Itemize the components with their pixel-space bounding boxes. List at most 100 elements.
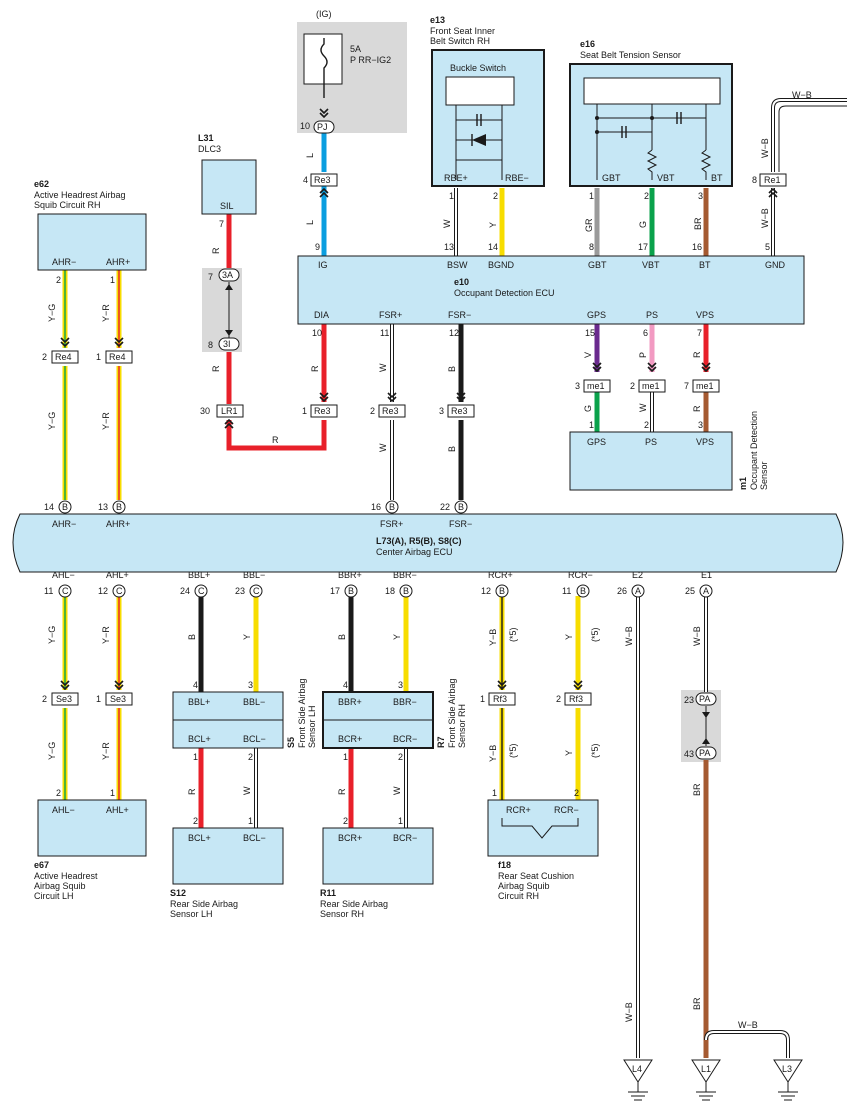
svg-text:RCR+: RCR+ bbox=[506, 805, 531, 815]
svg-text:W: W bbox=[638, 403, 648, 412]
svg-text:B: B bbox=[458, 502, 464, 512]
svg-text:7: 7 bbox=[219, 219, 224, 229]
svg-text:BCR+: BCR+ bbox=[338, 833, 362, 843]
svg-text:2: 2 bbox=[193, 816, 198, 826]
svg-text:BR: BR bbox=[692, 997, 702, 1010]
svg-text:GBT: GBT bbox=[588, 260, 607, 270]
svg-text:2: 2 bbox=[56, 275, 61, 285]
svg-text:FSR−: FSR− bbox=[449, 519, 472, 529]
svg-text:Airbag Squib: Airbag Squib bbox=[498, 881, 550, 891]
svg-text:15: 15 bbox=[585, 328, 595, 338]
svg-text:7: 7 bbox=[684, 381, 689, 391]
svg-text:23: 23 bbox=[684, 695, 694, 705]
svg-text:S5: S5 bbox=[286, 737, 296, 748]
svg-text:1: 1 bbox=[589, 420, 594, 430]
svg-text:Occupant Detection ECU: Occupant Detection ECU bbox=[454, 288, 555, 298]
svg-text:43: 43 bbox=[684, 749, 694, 759]
svg-text:e62: e62 bbox=[34, 179, 49, 189]
re1-connector: 8 Re1 W−B W−B W−B bbox=[752, 90, 812, 228]
svg-text:RCR−: RCR− bbox=[568, 570, 593, 580]
f18-module: 1 2 RCR+ RCR− f18 Rear Seat Cushion Airb… bbox=[487, 788, 599, 901]
ig-fuse-block: (IG) 5A P RR−IG2 10 PJ bbox=[300, 9, 391, 134]
svg-text:4: 4 bbox=[303, 175, 308, 185]
svg-text:BBR−: BBR− bbox=[393, 697, 417, 707]
svg-text:LR1: LR1 bbox=[221, 406, 238, 416]
svg-text:3: 3 bbox=[248, 680, 253, 690]
svg-text:3: 3 bbox=[575, 381, 580, 391]
lr1-connector: 30 LR1 R bbox=[200, 404, 279, 445]
svg-text:AHR+: AHR+ bbox=[106, 519, 130, 529]
svg-text:W: W bbox=[392, 786, 402, 795]
svg-text:W−B: W−B bbox=[692, 626, 702, 646]
svg-text:Y−G: Y−G bbox=[47, 304, 57, 322]
svg-text:18: 18 bbox=[385, 586, 395, 596]
svg-text:W−B: W−B bbox=[624, 626, 634, 646]
svg-text:VPS: VPS bbox=[696, 310, 714, 320]
svg-text:BT: BT bbox=[711, 173, 723, 183]
svg-text:(*5): (*5) bbox=[590, 743, 600, 758]
svg-text:Circuit RH: Circuit RH bbox=[498, 891, 539, 901]
svg-text:Rear Side Airbag: Rear Side Airbag bbox=[320, 899, 388, 909]
svg-text:1: 1 bbox=[96, 694, 101, 704]
svg-text:2: 2 bbox=[370, 406, 375, 416]
svg-text:Y−G: Y−G bbox=[47, 412, 57, 430]
svg-text:BBR−: BBR− bbox=[393, 570, 417, 580]
svg-text:Re3: Re3 bbox=[451, 406, 468, 416]
e62-module: e62 Active Headrest Airbag Squib Circuit… bbox=[34, 179, 147, 347]
svg-text:14: 14 bbox=[44, 502, 54, 512]
svg-text:4: 4 bbox=[193, 680, 198, 690]
svg-text:BBR+: BBR+ bbox=[338, 570, 362, 580]
svg-text:RCR−: RCR− bbox=[554, 805, 579, 815]
svg-text:R11: R11 bbox=[320, 888, 336, 898]
svg-text:11: 11 bbox=[44, 586, 53, 596]
svg-text:PJ: PJ bbox=[317, 122, 328, 132]
svg-text:Re1: Re1 bbox=[764, 175, 781, 185]
svg-text:RCR+: RCR+ bbox=[488, 570, 513, 580]
center-airbag-ecu: 14 B 13 B 16 B 22 B AHR− AHR+ FSR+ FSR− … bbox=[12, 500, 844, 598]
svg-text:B: B bbox=[389, 502, 395, 512]
se3-connectors: 2 Se3 1 Se3 Y−G Y−R bbox=[42, 680, 133, 760]
svg-text:Y: Y bbox=[242, 634, 252, 640]
svg-text:2: 2 bbox=[574, 788, 579, 798]
svg-text:me1: me1 bbox=[587, 381, 605, 391]
svg-text:Se3: Se3 bbox=[56, 694, 72, 704]
svg-text:1: 1 bbox=[449, 191, 454, 201]
svg-text:AHR−: AHR− bbox=[52, 257, 76, 267]
svg-text:GND: GND bbox=[765, 260, 786, 270]
svg-text:Rf3: Rf3 bbox=[569, 694, 583, 704]
svg-text:25: 25 bbox=[685, 586, 695, 596]
svg-text:e13: e13 bbox=[430, 15, 445, 25]
svg-text:L: L bbox=[305, 220, 315, 225]
svg-text:Circuit LH: Circuit LH bbox=[34, 891, 74, 901]
svg-text:FSR−: FSR− bbox=[448, 310, 471, 320]
svg-text:26: 26 bbox=[617, 586, 627, 596]
svg-text:2: 2 bbox=[343, 816, 348, 826]
pa-junction: 23 PA 43 PA BR bbox=[684, 692, 717, 796]
svg-text:3: 3 bbox=[398, 680, 403, 690]
svg-text:L1: L1 bbox=[701, 1064, 711, 1074]
svg-text:(*5): (*5) bbox=[590, 627, 600, 642]
svg-text:2: 2 bbox=[56, 788, 61, 798]
svg-text:8: 8 bbox=[752, 175, 757, 185]
svg-text:Y: Y bbox=[564, 634, 574, 640]
svg-text:Y−G: Y−G bbox=[47, 626, 57, 644]
svg-text:Y−G: Y−G bbox=[47, 742, 57, 760]
svg-text:17: 17 bbox=[638, 242, 648, 252]
svg-text:Active Headrest Airbag: Active Headrest Airbag bbox=[34, 190, 126, 200]
svg-text:Sensor: Sensor bbox=[759, 461, 769, 490]
svg-text:RBE+: RBE+ bbox=[444, 173, 468, 183]
svg-text:E1: E1 bbox=[701, 570, 712, 580]
svg-text:Sensor LH: Sensor LH bbox=[170, 909, 213, 919]
re4-connectors: 2 Re4 1 Re4 Y−G Y−R bbox=[42, 350, 133, 430]
ground-wire-codes: W−B BR W−B bbox=[624, 997, 758, 1030]
svg-text:Y: Y bbox=[392, 634, 402, 640]
fuse-name: P RR−IG2 bbox=[350, 55, 391, 65]
svg-text:W−B: W−B bbox=[738, 1020, 758, 1030]
s12-sensor: 2 1 BCL+ BCL− S12 Rear Side Airbag Senso… bbox=[170, 816, 284, 919]
svg-text:24: 24 bbox=[180, 586, 190, 596]
svg-text:R: R bbox=[692, 405, 702, 412]
svg-text:23: 23 bbox=[235, 586, 245, 596]
svg-text:1: 1 bbox=[193, 752, 198, 762]
svg-text:B: B bbox=[187, 634, 197, 640]
